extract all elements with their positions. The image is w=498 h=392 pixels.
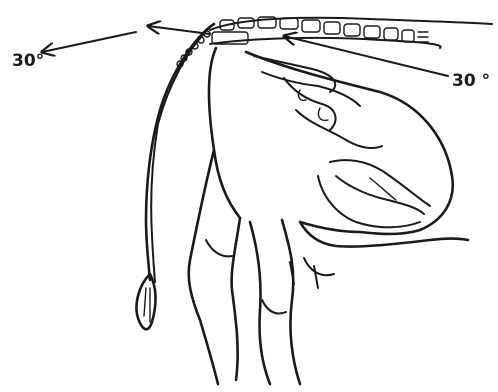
hind-legs [189, 150, 300, 384]
udder [290, 222, 468, 288]
body-section [209, 48, 453, 234]
angle-arrow-top [148, 26, 210, 34]
angle-arrow-left [42, 32, 136, 52]
tail-vertebrae [177, 31, 210, 67]
tail [137, 24, 215, 329]
angle-label-right: 30 ° [452, 71, 490, 91]
angle-label-left: 30° [12, 51, 44, 71]
spine [210, 17, 492, 48]
tail-switch [137, 274, 156, 329]
